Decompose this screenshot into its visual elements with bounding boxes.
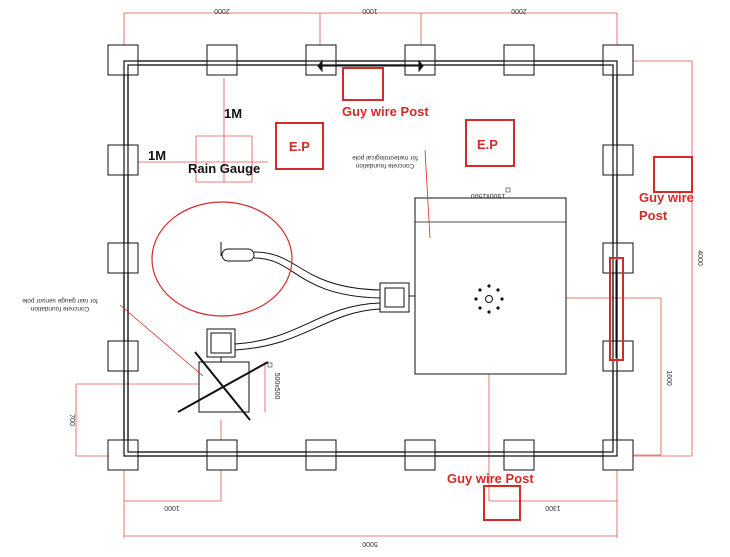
dim-top-right: 2000 [511, 7, 527, 14]
ep-box-right [465, 119, 515, 167]
side-gate-marker [609, 257, 624, 361]
guy-wire-label-right-2: Post [639, 208, 668, 223]
junction-box-inner [384, 287, 405, 308]
guy-wire-label-right-1: Guy wire [639, 190, 694, 205]
met-note-line1: Concrete foundation [355, 162, 414, 169]
junction-box [379, 282, 410, 313]
fence-post [602, 44, 634, 76]
ep-box-left [275, 122, 324, 170]
fence-post [404, 439, 436, 471]
one-m-label-vertical: 1M [224, 106, 242, 121]
ep-label-left: E.P [289, 139, 310, 154]
met-note-leader [424, 149, 431, 239]
fence-post [107, 340, 139, 372]
rain-gauge-circle [151, 201, 293, 317]
gate [317, 59, 424, 73]
fence-post [206, 439, 238, 471]
fence-post [206, 44, 238, 76]
fence-post [107, 44, 139, 76]
guy-wire-post-bottom [483, 485, 521, 521]
cross-line-1 [194, 351, 251, 421]
fence-post [107, 439, 139, 471]
dim-top-left: 2000 [214, 7, 230, 14]
rain-note-line1: Concrete foundation [30, 305, 89, 312]
one-m-label-horizontal: 1M [148, 148, 166, 163]
fence-post [602, 439, 634, 471]
fence-post [602, 144, 634, 176]
dim-top-mid: 1000 [362, 7, 378, 14]
ep-label-right: E.P [477, 137, 498, 152]
fence-post [107, 144, 139, 176]
cross-line-2 [177, 361, 269, 413]
dim-right-total: 4000 [696, 250, 703, 266]
square-symbol-icon [505, 187, 511, 193]
met-note-line2: for meteorological pole [352, 154, 418, 161]
rain-note-leader [119, 304, 204, 377]
guy-wire-label-bottom: Guy wire Post [447, 471, 534, 486]
guy-wire-post-top [342, 67, 384, 101]
dim-bottom-total: 5000 [362, 540, 378, 547]
rain-note-line2: for rain gauge sensor pole [22, 297, 98, 304]
square-symbol-icon [267, 362, 273, 368]
cable-conduits [234, 251, 381, 351]
rain-gauge-label: Rain Gauge [188, 161, 260, 176]
fence-post [305, 44, 337, 76]
dim-right-partial: 1600 [665, 370, 672, 386]
met-pole-bolt-pattern [474, 284, 504, 314]
guy-wire-label-top: Guy wire Post [342, 104, 429, 119]
dim-bottom-right: 1300 [545, 504, 561, 511]
dim-bottom-left: 1000 [164, 504, 180, 511]
fence-post [503, 44, 535, 76]
fence-post [602, 340, 634, 372]
rain-gauge-sensor [220, 242, 255, 262]
dim-foundation-small: 500x500 [273, 373, 280, 400]
dim-foundation-large: 1500x1500 [471, 192, 506, 199]
fence-post [305, 439, 337, 471]
guy-wire-post-right [653, 156, 693, 193]
dim-left-small: 700 [68, 414, 75, 426]
fence-post [107, 242, 139, 274]
fence-post [503, 439, 535, 471]
